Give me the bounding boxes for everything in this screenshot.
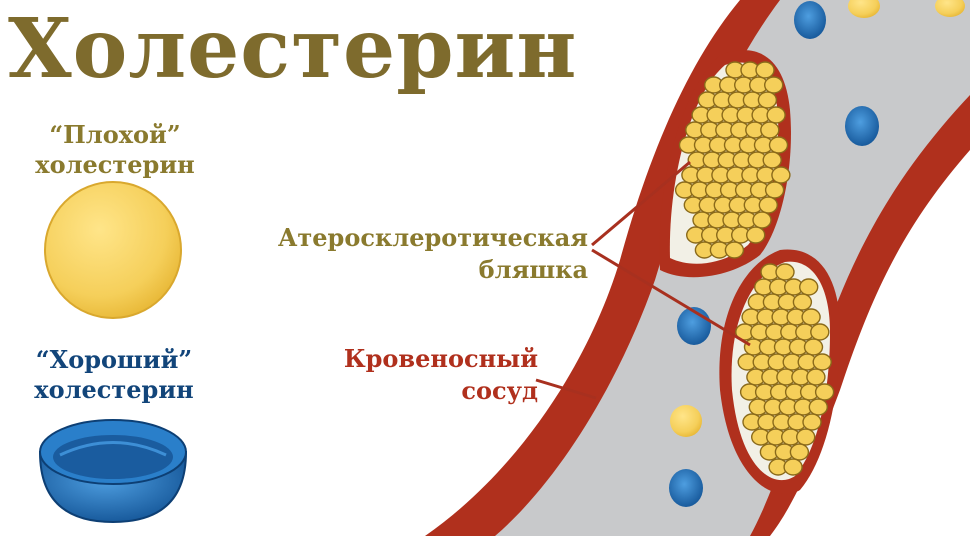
fat-cell-icon [802, 413, 822, 431]
plaque-label-line2: бляшка [478, 255, 588, 284]
hdl-particle-icon [669, 469, 703, 507]
fat-cell-icon [796, 428, 816, 446]
ldl-particle-icon [44, 181, 182, 319]
fat-cell-icon [803, 338, 824, 356]
fat-cell-icon [746, 226, 766, 244]
bad-cholesterol-label: “Плохой” холестерин [30, 120, 200, 180]
fat-cell-icon [792, 293, 813, 311]
fat-cell-icon [766, 106, 786, 124]
fat-cell-icon [764, 181, 785, 199]
fat-cell-icon [768, 136, 789, 154]
good-cholesterol-label-line1: “Хороший” [35, 345, 193, 374]
fat-cell-icon [814, 383, 835, 401]
hdl-particle-icon [845, 106, 879, 146]
pointer-lines [535, 160, 751, 400]
fat-cell-icon [752, 211, 772, 229]
good-cholesterol-label: “Хороший” холестерин [28, 345, 200, 405]
fat-cell-icon [764, 76, 784, 94]
fat-cell-icon [755, 61, 775, 79]
vessel-label-line1: Кровеносный [343, 344, 538, 373]
fat-cell-icon [808, 398, 828, 416]
fat-cell-icon [760, 121, 780, 139]
plaque-label-line1: Атеросклеротическая [277, 223, 588, 252]
ldl-particle-icon [935, 0, 965, 17]
fat-cell-icon [757, 91, 778, 109]
fat-cell-icon [806, 368, 826, 386]
plaque-fat-cells [735, 263, 835, 476]
bad-cholesterol-label-line2: холестерин [35, 150, 195, 179]
ldl-particle-icon [848, 0, 880, 18]
ldl-particle-icon [670, 405, 702, 437]
bad-cholesterol-label-line1: “Плохой” [49, 120, 181, 149]
fat-cell-icon [799, 278, 819, 296]
atherosclerotic-plaque-upper [659, 50, 791, 278]
page-title: Холестерин [8, 1, 578, 97]
plaque-label: Атеросклеротическая бляшка [240, 222, 588, 286]
vessel-label: Кровеносный сосуд [290, 343, 538, 407]
hdl-particle-icon [794, 1, 826, 39]
fat-cell-icon [801, 308, 821, 326]
fat-cell-icon [758, 196, 778, 214]
fat-cell-icon [810, 323, 830, 341]
fat-cell-icon [812, 353, 832, 371]
fat-cell-icon [783, 458, 803, 476]
hdl-particle-icon [38, 419, 188, 524]
atherosclerotic-plaque-lower [719, 249, 840, 495]
fat-cell-icon [762, 151, 782, 169]
fat-cell-icon [724, 241, 745, 259]
fat-cell-icon [789, 443, 810, 461]
plaque-fat-cells [674, 61, 791, 259]
vessel-label-line2: сосуд [461, 376, 538, 405]
fat-cell-icon [771, 166, 791, 184]
fat-cell-icon [775, 263, 795, 281]
good-cholesterol-label-line2: холестерин [34, 375, 194, 404]
